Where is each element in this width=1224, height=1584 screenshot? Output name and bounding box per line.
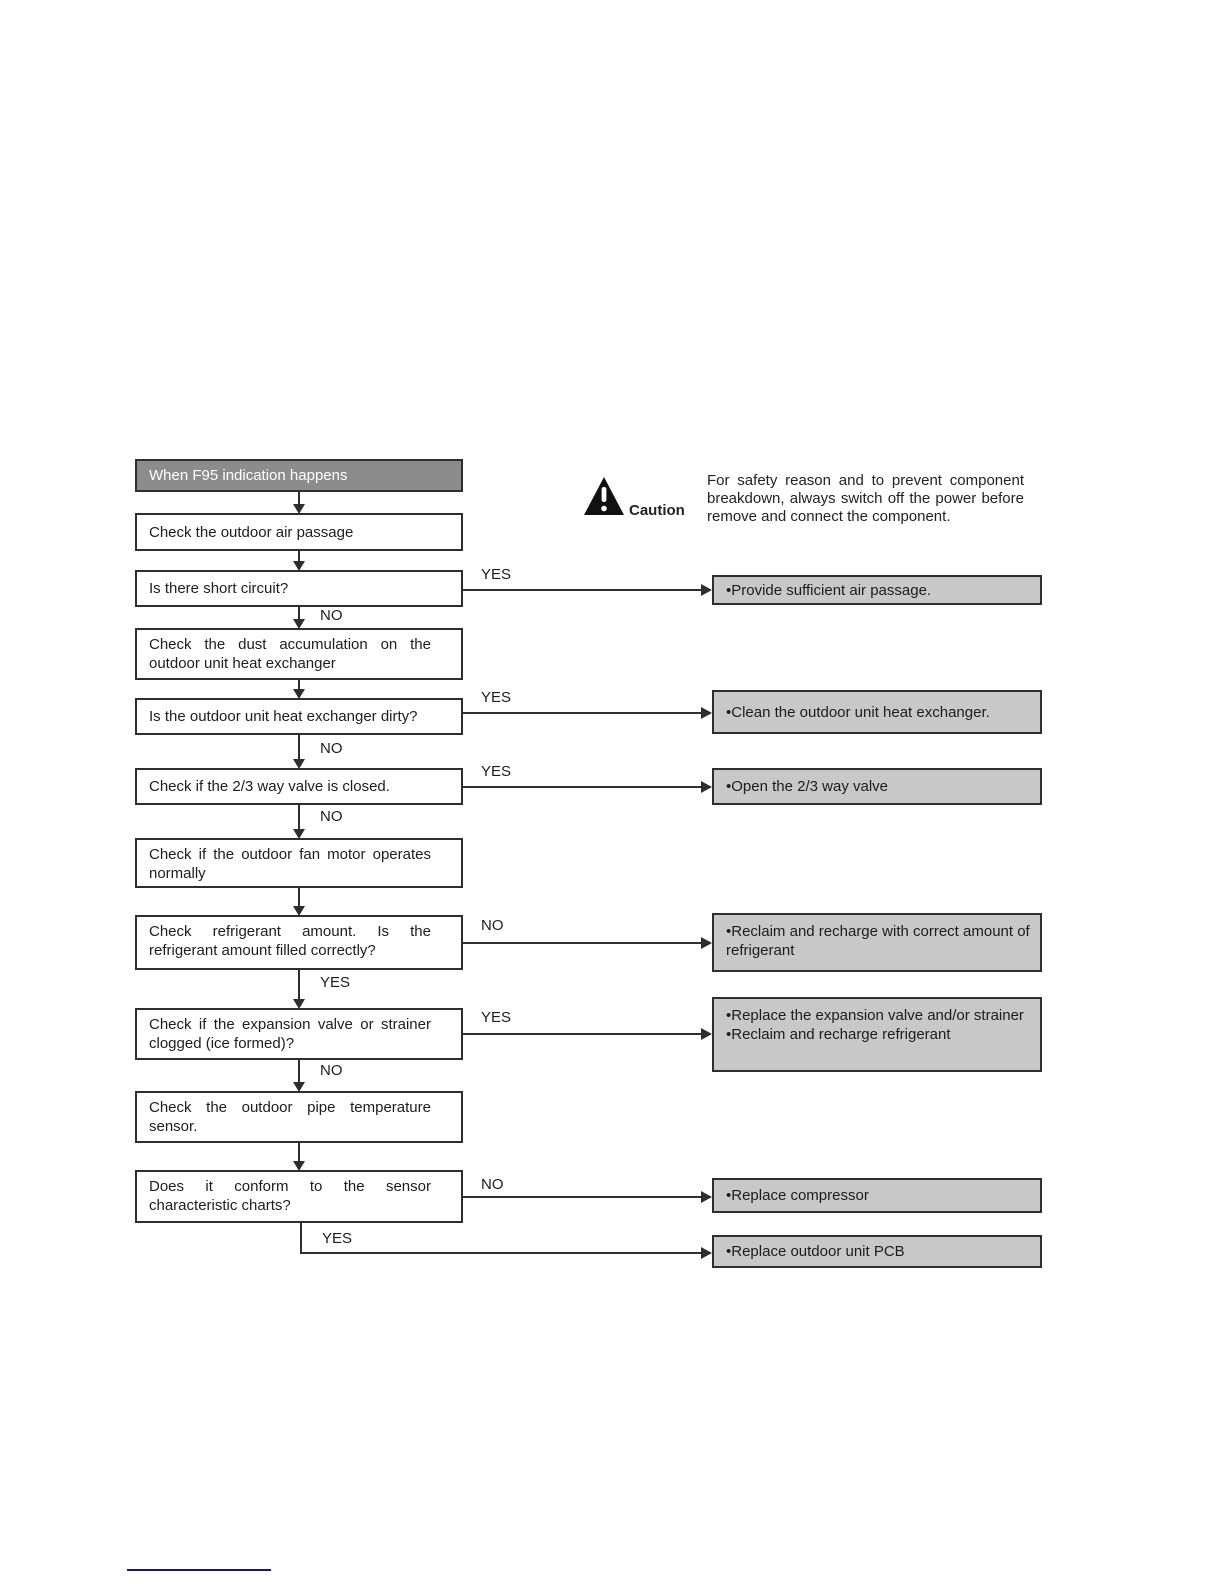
branch-label-yes-2: YES: [481, 566, 512, 583]
step-text: Check if the 2/3 way valve is closed.: [149, 778, 390, 795]
footer-link[interactable]: [127, 1569, 271, 1571]
connector-yes-bottom-vertical: [300, 1223, 302, 1254]
step-short-circuit: Is there short circuit?: [135, 570, 463, 607]
branch-label-yes-4: YES: [481, 763, 512, 780]
branch-label-yes-5: YES: [481, 1009, 512, 1026]
arrow-down-icon: [293, 1161, 305, 1171]
action-text: •Open the 2/3 way valve: [726, 778, 889, 795]
step-expansion-valve: Check if the expansion valve or strainer…: [135, 1008, 463, 1060]
branch-label-no-2: NO: [320, 740, 343, 757]
connector-down-2: [298, 551, 300, 562]
step-valve-closed: Check if the 2/3 way valve is closed.: [135, 768, 463, 805]
connector-down-7: [298, 888, 300, 907]
arrow-down-icon: [293, 906, 305, 916]
branch-label-no-6: NO: [481, 1176, 504, 1193]
connector-yes-valve: [463, 786, 702, 788]
branch-label-no-5: NO: [481, 917, 504, 934]
action-replace-compressor: •Replace compressor: [712, 1178, 1042, 1213]
arrow-down-icon: [293, 759, 305, 769]
step-text: Check if the expansion valve or strainer…: [149, 1016, 431, 1052]
connector-down-1: [298, 492, 300, 505]
step-dust-accumulation: Check the dust accumulation on the outdo…: [135, 628, 463, 680]
caution-text: For safety reason and to prevent compone…: [707, 472, 1024, 525]
arrow-down-icon: [293, 689, 305, 699]
action-text: •Reclaim and recharge with correct amoun…: [726, 923, 1030, 959]
connector-yes-expansion: [463, 1033, 702, 1035]
step-text: Check the outdoor pipe temperature senso…: [149, 1099, 431, 1135]
arrow-down-icon: [293, 619, 305, 629]
action-open-valve: •Open the 2/3 way valve: [712, 768, 1042, 805]
branch-label-yes-6: YES: [322, 1230, 353, 1247]
arrow-right-icon: [701, 781, 712, 793]
arrow-down-icon: [293, 1082, 305, 1092]
action-text-line2: •Reclaim and recharge refrigerant: [726, 1026, 951, 1043]
connector-yes-short-circuit: [463, 589, 702, 591]
connector-no-conform: [463, 1196, 702, 1198]
action-clean-heat-exchanger: •Clean the outdoor unit heat exchanger.: [712, 690, 1042, 734]
action-replace-pcb: •Replace outdoor unit PCB: [712, 1235, 1042, 1268]
connector-down-8: [298, 970, 300, 1000]
step-text: Check the outdoor air passage: [149, 523, 354, 541]
connector-down-6: [298, 805, 300, 830]
action-text-line1: •Replace the expansion valve and/or stra…: [726, 1007, 1024, 1024]
action-provide-air-passage: •Provide sufficient air passage.: [712, 575, 1042, 605]
arrow-down-icon: [293, 999, 305, 1009]
arrow-right-icon: [701, 707, 712, 719]
arrow-right-icon: [701, 1191, 712, 1203]
branch-label-no-1: NO: [320, 607, 343, 624]
action-replace-expansion-valve: •Replace the expansion valve and/or stra…: [712, 997, 1042, 1072]
step-text: Check if the outdoor fan motor operates …: [149, 846, 431, 882]
step-pipe-sensor: Check the outdoor pipe temperature senso…: [135, 1091, 463, 1143]
arrow-right-icon: [701, 584, 712, 596]
step-text: Is the outdoor unit heat exchanger dirty…: [149, 708, 418, 725]
connector-yes-bottom-horizontal: [300, 1252, 702, 1254]
connector-down-9: [298, 1060, 300, 1083]
connector-down-10: [298, 1143, 300, 1162]
arrow-down-icon: [293, 504, 305, 514]
arrow-right-icon: [701, 937, 712, 949]
connector-no-refrigerant: [463, 942, 702, 944]
arrow-down-icon: [293, 561, 305, 571]
branch-label-yes-3: YES: [481, 689, 512, 706]
step-check-air-passage: Check the outdoor air passage: [135, 513, 463, 551]
step-text: Check the dust accumulation on the outdo…: [149, 636, 431, 672]
action-text: •Clean the outdoor unit heat exchanger.: [726, 703, 990, 721]
connector-down-4: [298, 680, 300, 690]
arrow-right-icon: [701, 1028, 712, 1040]
connector-down-3: [298, 607, 300, 620]
step-heat-exchanger-dirty: Is the outdoor unit heat exchanger dirty…: [135, 698, 463, 735]
connector-down-5: [298, 735, 300, 760]
branch-label-no-4: NO: [320, 1062, 343, 1079]
step-sensor-conform: Does it conform to the sensor characteri…: [135, 1170, 463, 1223]
arrow-down-icon: [293, 829, 305, 839]
branch-label-yes-1: YES: [320, 974, 351, 991]
step-text: Check refrigerant amount. Is the refrige…: [149, 923, 431, 959]
step-fan-motor: Check if the outdoor fan motor operates …: [135, 838, 463, 888]
caution-label: Caution: [629, 502, 685, 519]
flow-start-box: When F95 indication happens: [135, 459, 463, 492]
action-reclaim-recharge: •Reclaim and recharge with correct amoun…: [712, 913, 1042, 972]
connector-yes-dirty: [463, 712, 702, 714]
action-text: •Replace compressor: [726, 1187, 869, 1204]
step-refrigerant-amount: Check refrigerant amount. Is the refrige…: [135, 915, 463, 970]
warning-triangle-icon: [584, 477, 624, 515]
step-text: Is there short circuit?: [149, 580, 289, 597]
flow-start-text: When F95 indication happens: [149, 467, 348, 484]
arrow-right-icon: [701, 1247, 712, 1259]
branch-label-no-3: NO: [320, 808, 343, 825]
action-text: •Provide sufficient air passage.: [726, 581, 932, 599]
action-text: •Replace outdoor unit PCB: [726, 1243, 905, 1260]
step-text: Does it conform to the sensor characteri…: [149, 1178, 431, 1214]
